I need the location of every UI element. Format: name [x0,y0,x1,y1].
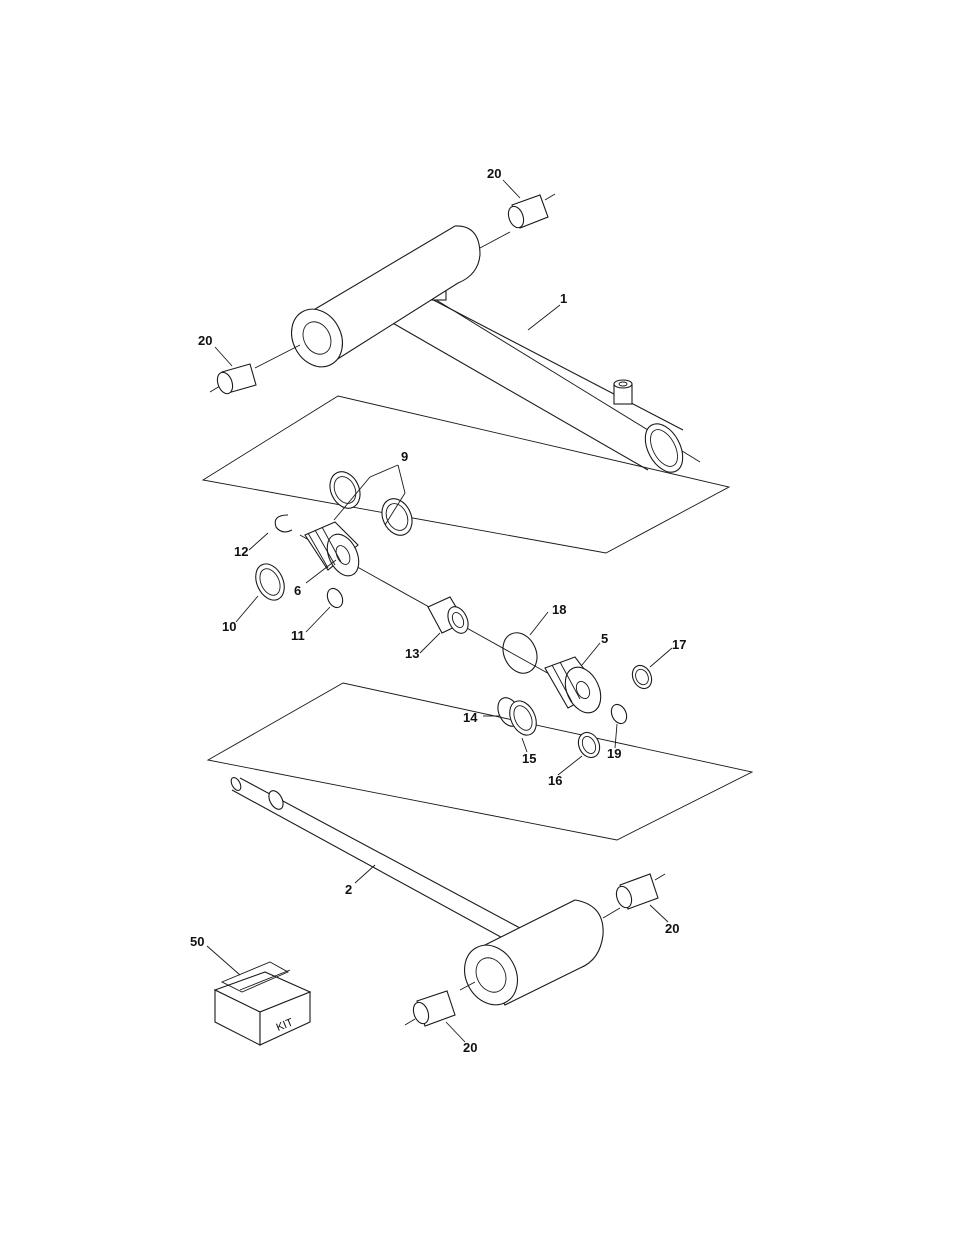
wiper-16 [574,729,603,761]
callout-20-bottom: 20 [463,1040,477,1055]
snap-ring-12 [275,515,292,532]
callout-16: 16 [548,773,562,788]
bushing-20-lower-right [614,874,665,910]
bushing-20-upper-right [506,194,555,230]
o-ring-11 [324,586,345,610]
rod-plane [208,683,752,840]
rod-part-2 [229,776,620,1014]
piston-part-6 [305,522,365,581]
callout-19: 19 [607,746,621,761]
callout-14: 14 [463,710,478,725]
head-part-5 [545,657,608,719]
callout-18: 18 [552,602,566,617]
bushing-20-upper-left [210,364,256,396]
callout-20-lower-right: 20 [665,921,679,936]
backup-ring-15 [505,697,542,740]
callout-9: 9 [401,449,408,464]
bushing-20-lower-left [405,991,455,1026]
callout-10: 10 [222,619,236,634]
barrel-part-1 [255,226,700,479]
callout-15: 15 [522,751,536,766]
callout-6: 6 [294,583,301,598]
spacer-part-13 [428,597,472,636]
callout-13: 13 [405,646,419,661]
callout-2: 2 [345,882,352,897]
callout-1: 1 [560,291,567,306]
callout-17: 17 [672,637,686,652]
callout-5: 5 [601,631,608,646]
callout-11: 11 [291,628,305,643]
piston-plane [203,396,729,553]
callout-20-top: 20 [487,166,501,181]
kit-box-50: KIT [215,962,310,1045]
callout-12: 12 [234,544,248,559]
callout-20-left: 20 [198,333,212,348]
seal-17 [629,662,655,691]
o-ring-18 [497,627,544,679]
callout-50: 50 [190,934,204,949]
o-ring-19 [608,702,629,726]
